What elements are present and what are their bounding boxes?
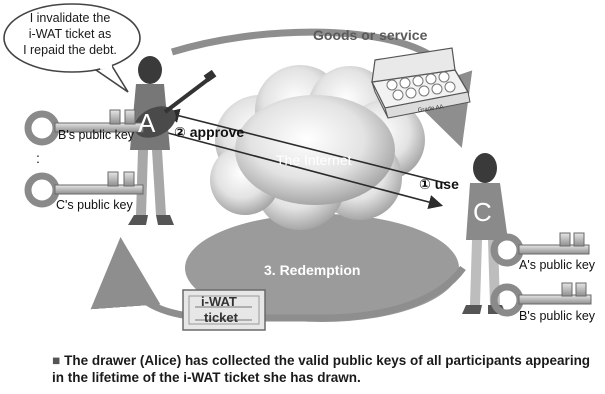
goods-or-service-label: Goods or service bbox=[313, 27, 428, 43]
key-right-1 bbox=[490, 232, 590, 267]
approve-arrow bbox=[164, 108, 446, 184]
key-left-1-label: B's public key bbox=[58, 128, 135, 142]
caption-bullet: ■ bbox=[52, 353, 61, 368]
key-right-1-label: A's public key bbox=[519, 258, 596, 272]
egg-carton-label: Grade AA bbox=[417, 104, 444, 114]
redemption-label: 3. Redemption bbox=[264, 262, 361, 278]
key-left-1 bbox=[24, 109, 144, 146]
key-right-2 bbox=[490, 282, 592, 317]
person-c-letter: C bbox=[473, 197, 492, 227]
caption-text: The drawer (Alice) has collected the val… bbox=[52, 353, 591, 385]
speech-bubble-text: I invalidate the i-WAT ticket as I repai… bbox=[10, 10, 130, 58]
ellipsis-label: : bbox=[36, 150, 40, 166]
person-a-figure bbox=[128, 56, 217, 225]
use-arrow bbox=[167, 132, 444, 210]
bubble-line-3: I repaid the debt. bbox=[23, 43, 117, 57]
ticket-label-line1: i-WAT bbox=[201, 294, 237, 309]
use-label: ① use bbox=[419, 176, 459, 192]
speech-bubble bbox=[3, 3, 141, 93]
ticket-label-line2: ticket bbox=[204, 310, 238, 325]
bubble-line-1: I invalidate the bbox=[29, 11, 111, 25]
iwat-ticket bbox=[182, 289, 266, 331]
caption: ■The drawer (Alice) has collected the va… bbox=[52, 352, 600, 386]
bubble-line-2: i-WAT ticket as bbox=[28, 27, 112, 41]
key-left-2-label: C's public key bbox=[56, 198, 133, 212]
key-right-2-label: B's public key bbox=[519, 309, 596, 323]
person-a-letter: A bbox=[138, 108, 156, 138]
key-left-2 bbox=[24, 171, 144, 208]
approve-label: ② approve bbox=[174, 124, 245, 140]
redemption-arrow bbox=[90, 237, 466, 322]
egg-carton: Grade AA bbox=[371, 47, 471, 119]
goods-arrow bbox=[170, 28, 473, 148]
internet-label: The Internet bbox=[276, 152, 352, 168]
